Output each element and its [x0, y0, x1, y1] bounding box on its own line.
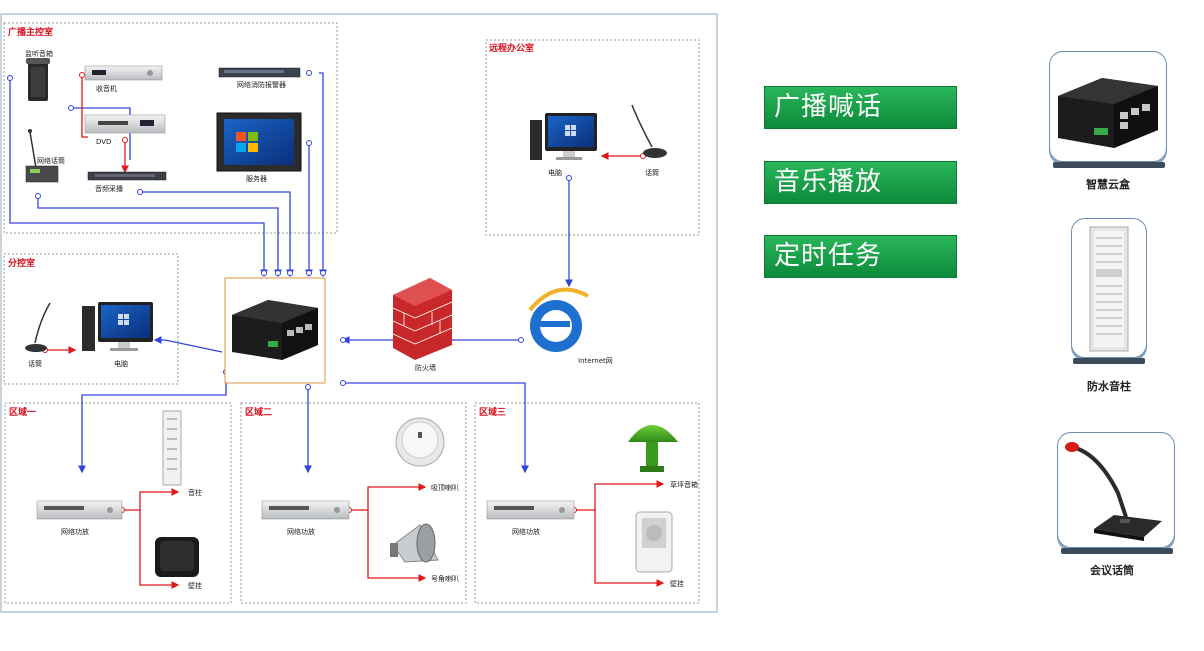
feature-broadcast-talk: 广播喊话	[764, 86, 957, 129]
link-zone3-amp	[343, 382, 529, 474]
link-zone2-ceiling	[349, 483, 427, 511]
zone1-column-label: 音柱	[188, 488, 202, 497]
link-monitor-speaker	[9, 78, 268, 278]
zone2-horn-speaker-icon	[390, 523, 439, 563]
zone1-amp-label: 网络功放	[61, 527, 89, 536]
link-audio-capture	[140, 191, 294, 278]
main-control-title: 广播主控室	[8, 26, 53, 38]
radio-icon	[84, 65, 163, 81]
product-caption-column-speaker: 防水音柱	[1087, 380, 1131, 393]
product-shadow-3	[1061, 548, 1173, 554]
zone3-title: 区域三	[479, 406, 506, 418]
zone2-horn-label: 号角喇叭	[431, 574, 459, 583]
firewall-label: 防火墙	[415, 363, 436, 372]
branch-mic-icon	[25, 302, 51, 352]
radio-label: 收音机	[96, 84, 117, 93]
firewall-icon	[392, 278, 453, 360]
zone3-amp-label: 网络功放	[512, 527, 540, 536]
server-label: 服务器	[246, 174, 267, 183]
zone3-amp-icon	[486, 500, 575, 520]
product-shadow-2	[1073, 358, 1145, 364]
branch-control-title: 分控室	[8, 257, 35, 269]
audio-capture-icon	[87, 171, 167, 181]
link-fire-alarm	[319, 72, 327, 278]
zone2-box	[240, 402, 467, 604]
central-smart-box-icon	[232, 300, 318, 360]
zone3-box	[474, 402, 700, 604]
zone2-ceiling-speaker-icon	[395, 417, 445, 467]
remote-pc-label: 电脑	[548, 168, 562, 177]
product-card-conference-mic	[1057, 432, 1175, 548]
remote-pc-icon	[530, 113, 597, 160]
zone2-amp-label: 网络功放	[287, 527, 315, 536]
dvd-label: DVD	[96, 138, 111, 146]
network-diagram: 广播主控室 远程办公室 分控室 区域一 区域二 区域三	[0, 13, 718, 613]
branch-mic-label: 话筒	[28, 359, 42, 368]
feature-scheduled-task: 定时任务	[764, 235, 957, 278]
zone3-lawn-speaker-icon	[628, 425, 678, 472]
remote-office-title: 远程办公室	[489, 42, 534, 54]
feature-music-play: 音乐播放	[764, 161, 957, 204]
zone3-lawn-label: 草坪音箱	[670, 480, 698, 489]
zone2-ceiling-label: 吸顶喇叭	[431, 483, 459, 492]
monitor-speaker-icon	[26, 58, 50, 101]
link-zone2-horn	[367, 510, 427, 582]
monitor-speaker-label: 监听音箱	[25, 49, 53, 58]
zone1-amp-icon	[36, 500, 123, 520]
smart-cloud-box-icon	[1058, 78, 1158, 148]
fire-alarm-icon	[218, 67, 301, 78]
zone2-title: 区域二	[245, 406, 272, 418]
internet-icon	[528, 287, 589, 352]
zone2-amp-icon	[261, 500, 350, 520]
product-card-smart-box	[1049, 51, 1167, 162]
zone1-box	[4, 402, 232, 604]
conference-microphone-icon	[1065, 442, 1162, 541]
zone1-wall-speaker-icon	[155, 537, 199, 577]
link-radio-dvd	[71, 107, 131, 160]
zone3-wall-label: 壁挂	[670, 579, 684, 588]
product-caption-conference-mic: 会议话筒	[1090, 564, 1134, 577]
branch-pc-label: 电脑	[114, 359, 128, 368]
product-card-column-speaker	[1071, 218, 1147, 358]
link-network-mic	[37, 196, 282, 278]
server-icon	[216, 112, 302, 172]
outer-frame	[0, 13, 718, 613]
network-mic-icon	[25, 129, 59, 183]
product-caption-smart-box: 智慧云盒	[1086, 178, 1130, 191]
internet-label: Internet网	[578, 357, 613, 365]
link-radio-red	[81, 78, 88, 138]
link-branch-pc	[153, 336, 223, 353]
network-mic-label: 网络话筒	[37, 156, 65, 165]
dvd-icon	[84, 114, 166, 134]
remote-mic-label: 话筒	[645, 168, 659, 177]
main-control-room-box	[3, 22, 338, 234]
zone1-wall-label: 壁挂	[188, 581, 202, 590]
remote-mic-icon	[631, 104, 667, 158]
zone3-wall-speaker-icon	[635, 511, 673, 573]
zone1-column-speaker-icon	[162, 410, 182, 486]
zone1-title: 区域一	[9, 406, 36, 418]
branch-pc-icon	[82, 302, 153, 351]
product-shadow-1	[1053, 162, 1165, 168]
link-zone1-amp	[78, 372, 227, 474]
link-zone1-wall	[139, 510, 180, 589]
waterproof-column-speaker-icon	[1089, 226, 1129, 352]
link-zone1-column	[122, 488, 180, 511]
link-zone3-lawn	[574, 480, 665, 511]
link-zone3-wall	[594, 510, 665, 587]
audio-capture-label: 音频采播	[95, 184, 123, 193]
fire-alarm-label: 网络消防报警器	[237, 80, 286, 89]
